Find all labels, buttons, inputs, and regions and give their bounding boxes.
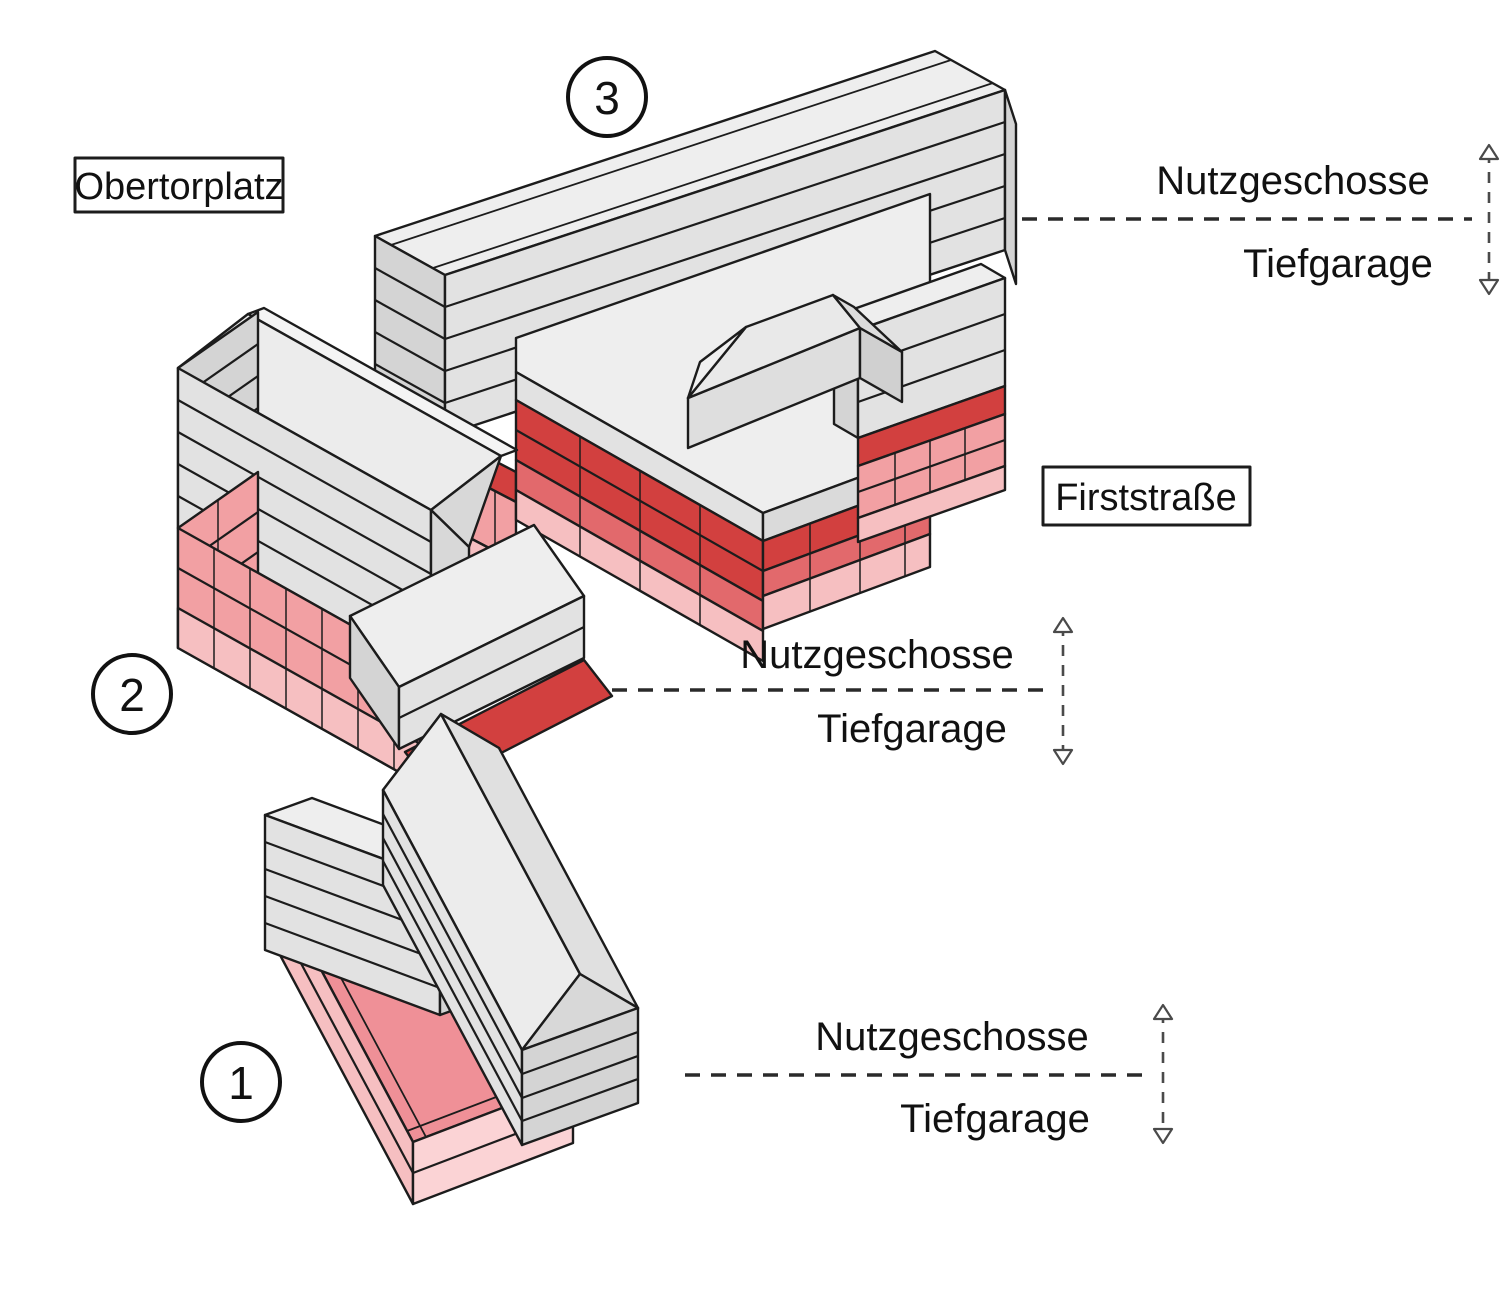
tiefgarage-label-bottom: Tiefgarage <box>900 1097 1090 1141</box>
house-roof-hip <box>686 325 748 400</box>
obertorplatz-label: Obertorplatz <box>74 166 283 208</box>
tiefgarage-label-middle: Tiefgarage <box>817 707 1007 751</box>
building-1 <box>263 712 640 1206</box>
level-annotation-bottom: Nutzgeschosse Tiefgarage <box>685 1003 1174 1145</box>
building-1-gable-bar <box>381 712 640 1147</box>
building-3-courtyard-house <box>686 293 904 450</box>
building-marker-3: 3 <box>566 56 648 138</box>
level-annotation-top-right: Nutzgeschosse Tiefgarage <box>1022 143 1500 296</box>
firststrasse-label: Firststraße <box>1055 477 1237 519</box>
marker-1-number: 1 <box>228 1057 254 1109</box>
building-3-garage-front <box>514 398 765 663</box>
building-marker-1: 1 <box>200 1041 282 1123</box>
dimension-arrow-down-icon <box>1052 748 1074 766</box>
building-2 <box>176 306 614 792</box>
dimension-arrow-down-icon <box>1478 278 1500 296</box>
dimension-arrow-up-icon <box>1052 616 1074 634</box>
house-roof-right <box>831 293 904 354</box>
level-annotation-middle: Nutzgeschosse Tiefgarage <box>612 616 1074 766</box>
building-2-low-slab <box>348 523 586 751</box>
tiefgarage-label-top: Tiefgarage <box>1243 242 1433 286</box>
building-3-bar-right-facet <box>1003 88 1018 286</box>
dimension-arrow-up-icon <box>1152 1003 1174 1021</box>
nutzgeschosse-label-middle: Nutzgeschosse <box>740 633 1013 677</box>
building-3-garage-right <box>856 384 1007 544</box>
firststrasse-label-box <box>1041 465 1252 527</box>
obertorplatz-label-box <box>73 156 285 214</box>
dimension-arrow-down-icon <box>1152 1127 1174 1145</box>
annotations: Obertorplatz Firststraße 3 2 1 Nutzgesch… <box>73 56 1500 1145</box>
marker-3-number: 3 <box>594 72 620 124</box>
nutzgeschosse-label-bottom: Nutzgeschosse <box>815 1015 1088 1059</box>
building-marker-2: 2 <box>91 653 173 735</box>
dimension-arrow-up-icon <box>1478 143 1500 161</box>
marker-2-number: 2 <box>119 669 145 721</box>
nutzgeschosse-label-top: Nutzgeschosse <box>1156 159 1429 203</box>
